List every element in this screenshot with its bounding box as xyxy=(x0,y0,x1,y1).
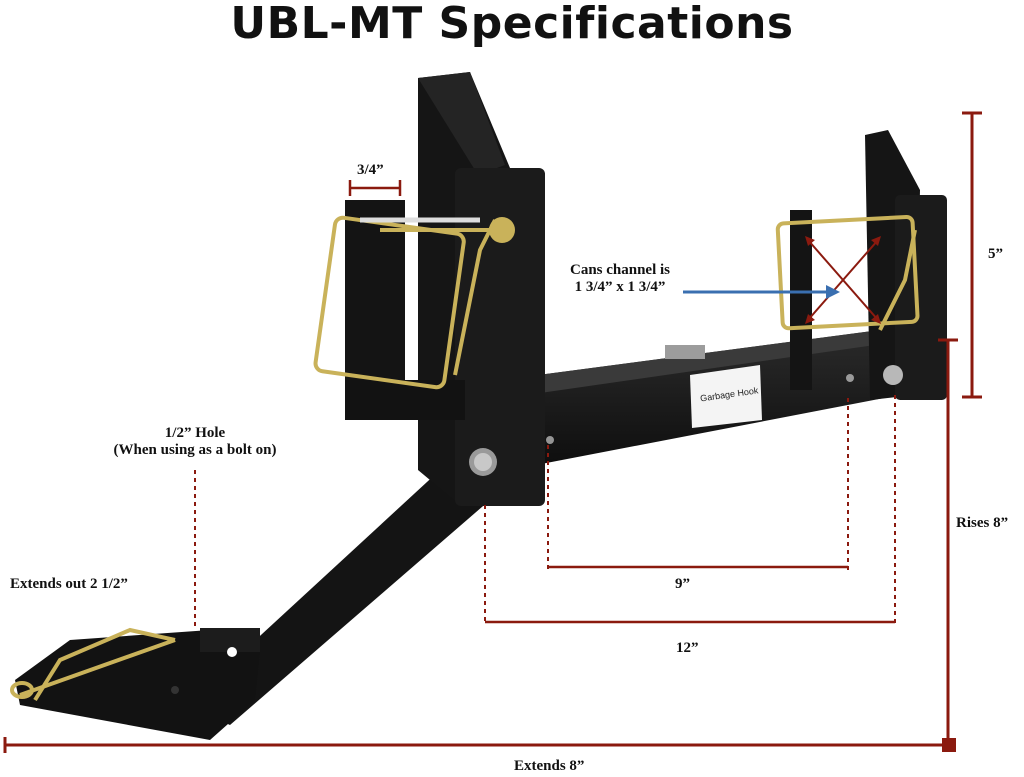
label-three-quarter: 3/4” xyxy=(357,162,384,178)
left-foot xyxy=(10,627,260,740)
label-half-hole-line1: 1/2” Hole xyxy=(164,425,226,441)
label-half-hole-line2: (When using as a bolt on) xyxy=(113,442,277,458)
label-extends-bottom: Extends 8” xyxy=(514,758,585,774)
right-upright xyxy=(775,130,947,400)
label-half-hole: 1/2” Hole (When using as a bolt on) xyxy=(85,425,305,459)
tube-tag xyxy=(665,345,705,359)
left-arm xyxy=(185,470,490,725)
label-nine: 9” xyxy=(675,576,690,592)
label-cans-channel-line1: Cans channel is xyxy=(569,262,671,278)
page-title: UBL-MT Specifications xyxy=(230,0,794,49)
label-cans-channel-line2: 1 3/4” x 1 3/4” xyxy=(574,279,666,295)
label-twelve: 12” xyxy=(676,640,699,656)
label-extends-out: Extends out 2 1/2” xyxy=(10,576,128,592)
left-upright xyxy=(313,72,545,506)
label-rises: Rises 8” xyxy=(956,515,1009,531)
label-five: 5” xyxy=(988,246,1003,262)
product-sticker: Garbage Hook xyxy=(690,365,762,428)
label-cans-channel: Cans channel is 1 3/4” x 1 3/4” xyxy=(555,262,685,296)
channel-arrow xyxy=(683,285,840,299)
dimension-lines xyxy=(3,111,982,753)
